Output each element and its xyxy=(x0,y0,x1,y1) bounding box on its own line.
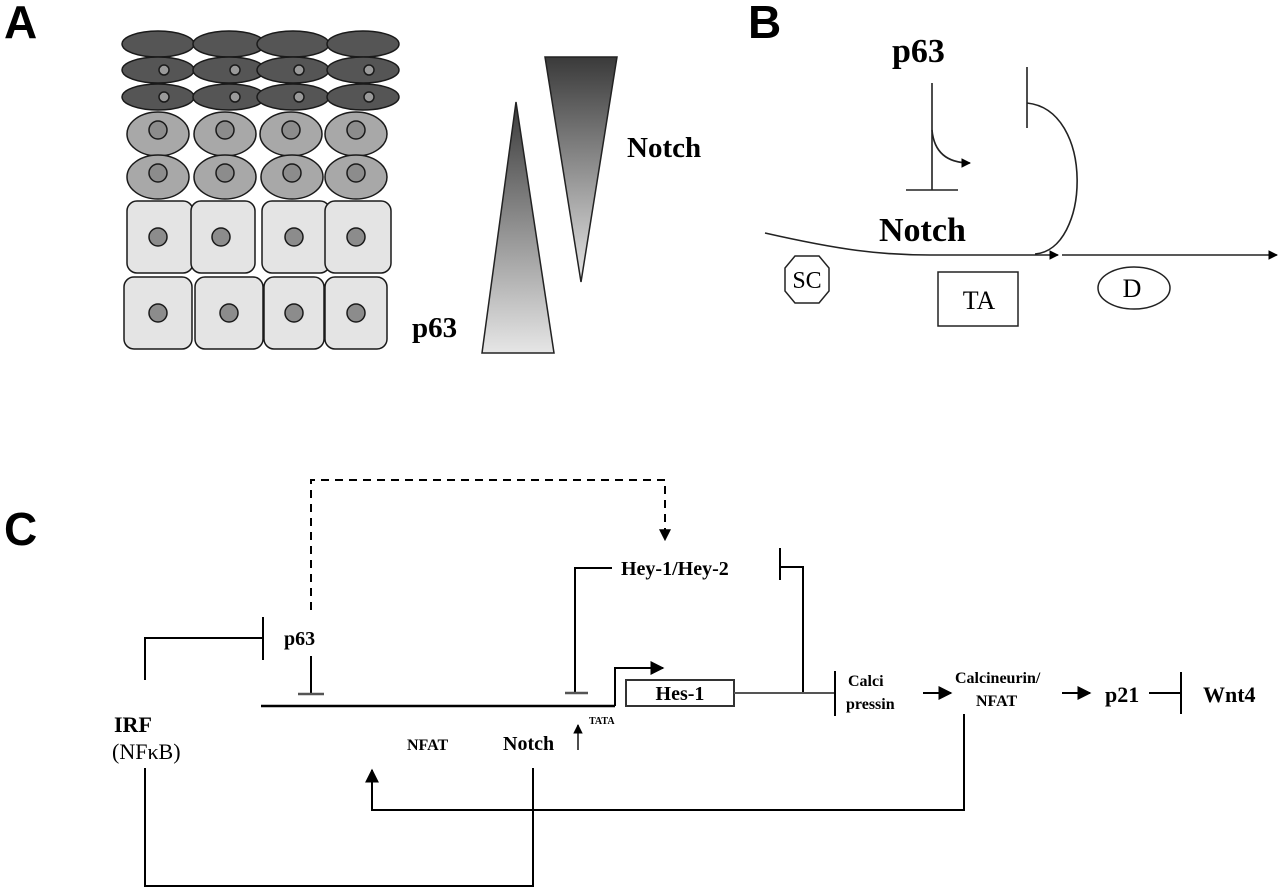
cell-nucleus xyxy=(148,227,168,247)
cell-body xyxy=(192,83,266,111)
cell-nucleus xyxy=(346,303,366,323)
cell-body xyxy=(121,83,195,111)
p63-gradient-triangle xyxy=(481,101,555,354)
cell-nucleus xyxy=(148,163,168,183)
stem-cell-octagon xyxy=(784,255,830,304)
c-nfat-label: NFAT xyxy=(407,737,449,754)
cell-nucleus xyxy=(346,163,366,183)
cell-nucleus xyxy=(158,64,170,76)
c-nfkb-label: (NFκB) xyxy=(112,739,181,764)
cell-nucleus xyxy=(293,91,305,103)
cell-body xyxy=(256,56,330,84)
c-p63-to-hey-dashed-arrow xyxy=(310,479,671,610)
notch-gradient-triangle xyxy=(544,56,618,283)
cell-nucleus xyxy=(229,91,241,103)
c-irf-label: IRF xyxy=(114,712,152,737)
b-notch-feedback-loop xyxy=(1026,102,1078,255)
differentiated-cell-label: D xyxy=(1123,274,1142,303)
notch-gradient-label: Notch xyxy=(627,132,701,164)
b-p63-self-arrow xyxy=(931,129,971,168)
c-irf-to-p63-line xyxy=(144,637,263,680)
cell-nucleus xyxy=(148,303,168,323)
cell-body xyxy=(326,83,400,111)
cell-nucleus xyxy=(229,64,241,76)
cell-nucleus xyxy=(211,227,231,247)
cell-nucleus xyxy=(215,120,235,140)
c-transcription-start-arrow xyxy=(614,661,665,706)
cell-nucleus xyxy=(282,163,302,183)
cell-body xyxy=(121,56,195,84)
p63-gradient-label: p63 xyxy=(412,312,457,344)
c-hes1-label: Hes-1 xyxy=(656,683,705,705)
c-calcineurin-feedback-arrow xyxy=(365,714,965,811)
epidermis-cell-layers xyxy=(121,30,400,350)
cell-nucleus xyxy=(293,64,305,76)
b-p63-label: p63 xyxy=(892,33,945,70)
differentiated-cell-ellipse xyxy=(1097,266,1171,310)
c-hey-label: Hey-1/Hey-2 xyxy=(621,558,729,580)
cell-nucleus xyxy=(346,120,366,140)
cell-body xyxy=(121,30,195,58)
c-calcineurin-nfat-label: NFAT xyxy=(976,693,1018,710)
panel-a-label: A xyxy=(4,0,37,48)
c-hey-feedback-line xyxy=(780,566,804,693)
cell-nucleus xyxy=(148,120,168,140)
c-calci-label: Calci xyxy=(848,673,884,690)
cell-body xyxy=(326,30,400,58)
stem-cell-label: SC xyxy=(792,268,821,294)
c-notch-label: Notch xyxy=(503,733,554,755)
c-irf-notch-loop xyxy=(144,768,534,887)
b-notch-label: Notch xyxy=(879,212,966,249)
cell-nucleus xyxy=(284,227,304,247)
cell-nucleus xyxy=(158,91,170,103)
c-p63-label: p63 xyxy=(284,628,315,650)
cell-body xyxy=(326,56,400,84)
cell-nucleus xyxy=(215,163,235,183)
c-tata-label: TATA xyxy=(589,716,615,727)
c-wnt4-label: Wnt4 xyxy=(1203,682,1256,707)
cell-nucleus xyxy=(363,64,375,76)
cell-body xyxy=(192,30,266,58)
cell-body xyxy=(192,56,266,84)
c-calcineurin-label: Calcineurin/ xyxy=(955,670,1041,687)
ta-cell-label: TA xyxy=(963,286,996,315)
c-hey-to-promoter-line xyxy=(574,567,612,693)
ta-cell-box xyxy=(937,271,1019,327)
c-hes1-gene-box xyxy=(625,679,735,707)
cell-nucleus xyxy=(219,303,239,323)
c-p21-label: p21 xyxy=(1105,682,1139,707)
cell-body xyxy=(256,83,330,111)
b-sc-to-ta-arrow xyxy=(764,232,1059,260)
cell-nucleus xyxy=(346,227,366,247)
cell-nucleus xyxy=(363,91,375,103)
cell-nucleus xyxy=(284,303,304,323)
panel-c-label: C xyxy=(4,503,37,555)
cell-nucleus xyxy=(281,120,301,140)
c-pressin-label: pressin xyxy=(846,696,895,713)
panel-b-label: B xyxy=(748,0,781,48)
cell-body xyxy=(256,30,330,58)
